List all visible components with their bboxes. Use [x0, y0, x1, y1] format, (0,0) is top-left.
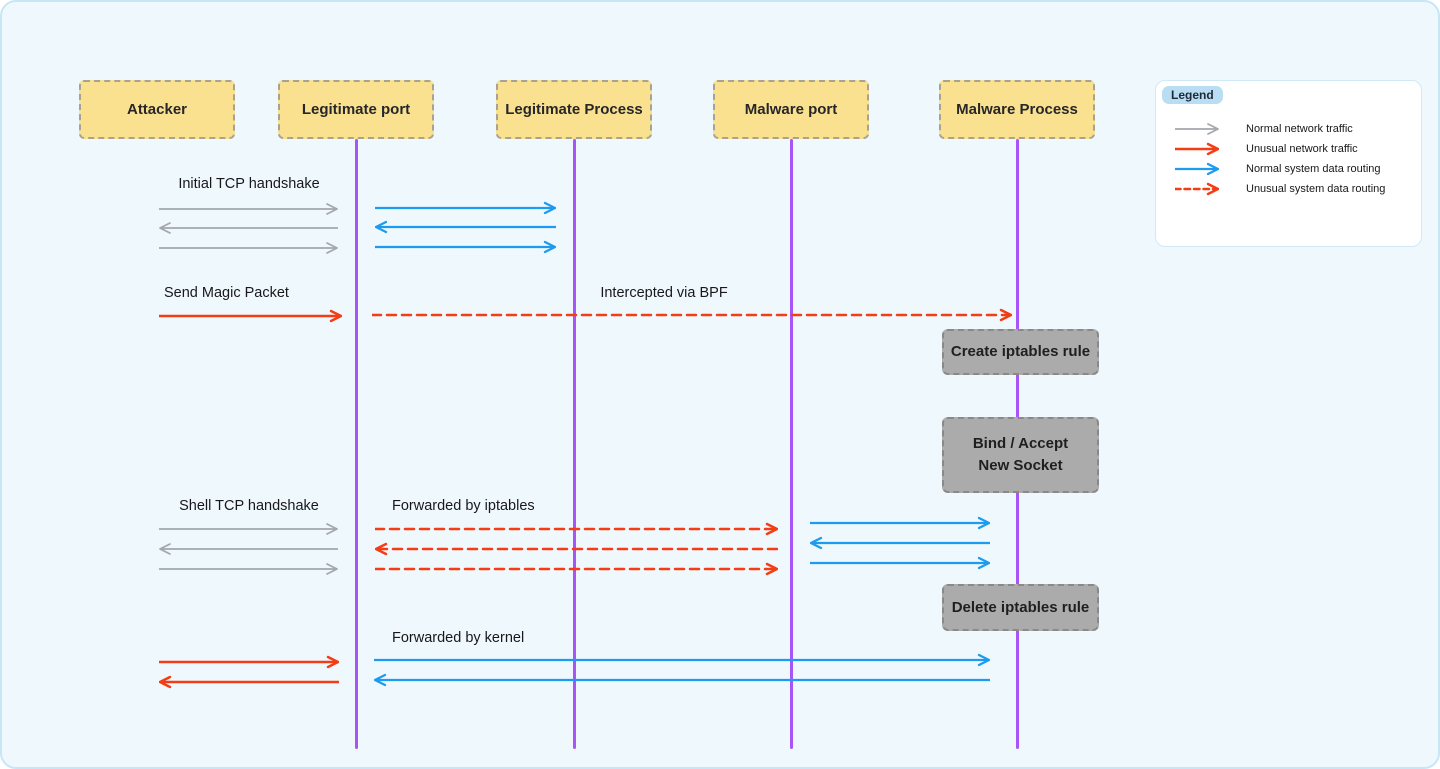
system-data-routing-arrow [808, 556, 991, 570]
process-box-bind-accept-new-socket: Bind / Accept New Socket [942, 417, 1099, 493]
normal-traffic-arrow-icon [1174, 122, 1219, 136]
process-box-create-iptables-rule: Create iptables rule [942, 329, 1099, 375]
normal-traffic-arrow [158, 202, 338, 216]
unusual-routing-arrow [373, 522, 779, 536]
system-data-routing-arrow [373, 240, 557, 254]
lifeline-legitimate-port [355, 139, 358, 749]
legend-title-badge: Legend [1162, 86, 1223, 104]
system-data-routing-arrow [372, 653, 991, 667]
process-box-label: Delete iptables rule [951, 598, 1090, 616]
lifeline-malware-port [790, 139, 793, 749]
actor-label: Legitimate Process [505, 101, 643, 118]
process-box-label: New Socket [978, 457, 1063, 474]
unusual-routing-arrow-icon [1173, 182, 1220, 196]
label-forwarded-by-iptables: Forwarded by iptables [392, 498, 535, 514]
normal-traffic-arrow [159, 542, 339, 556]
system-data-routing-arrow [373, 201, 557, 215]
unusual-traffic-arrow [157, 655, 340, 669]
actor-label: Attacker [126, 101, 188, 118]
system-data-routing-arrow [374, 220, 558, 234]
actor-label: Malware port [744, 101, 838, 118]
actor-malware-port: Malware port [713, 80, 869, 139]
system-data-routing-arrow [809, 536, 992, 550]
normal-traffic-arrow [158, 562, 338, 576]
unusual-traffic-arrow [158, 675, 341, 689]
legend-panel: Legend Normal network traffic Unusual ne… [1155, 80, 1422, 247]
legend-item-label: Normal system data routing [1246, 163, 1381, 175]
unusual-routing-arrow [374, 542, 780, 556]
actor-attacker: Attacker [79, 80, 235, 139]
unusual-traffic-arrow-icon [1173, 142, 1220, 156]
legend-item-label: Normal network traffic [1246, 123, 1353, 135]
process-box-label: Bind / Accept [972, 435, 1069, 452]
label-shell-tcp-handshake: Shell TCP handshake [179, 498, 319, 514]
lifeline-legitimate-process [573, 139, 576, 749]
label-intercepted-via-bpf: Intercepted via BPF [600, 285, 728, 301]
label-send-magic-packet: Send Magic Packet [164, 285, 289, 301]
actor-legitimate-port: Legitimate port [278, 80, 434, 139]
system-routing-arrow-icon [1173, 162, 1220, 176]
system-data-routing-arrow [373, 673, 992, 687]
legend-item-label: Unusual system data routing [1246, 183, 1386, 195]
normal-traffic-arrow [159, 221, 339, 235]
normal-traffic-arrow [158, 522, 338, 536]
process-box-delete-iptables-rule: Delete iptables rule [942, 584, 1099, 631]
process-box-label: Create iptables rule [950, 343, 1091, 360]
unusual-routing-arrow [373, 562, 779, 576]
actor-label: Legitimate port [301, 101, 411, 118]
unusual-traffic-arrow [157, 309, 343, 323]
actor-malware-process: Malware Process [939, 80, 1095, 139]
system-data-routing-arrow [808, 516, 991, 530]
unusual-routing-arrow [370, 308, 1013, 322]
normal-traffic-arrow [158, 241, 338, 255]
actor-label: Malware Process [956, 101, 1078, 118]
actor-legitimate-process: Legitimate Process [496, 80, 652, 139]
label-initial-tcp-handshake: Initial TCP handshake [178, 176, 320, 192]
legend-item-label: Unusual network traffic [1246, 143, 1358, 155]
label-forwarded-by-kernel: Forwarded by kernel [392, 630, 525, 646]
